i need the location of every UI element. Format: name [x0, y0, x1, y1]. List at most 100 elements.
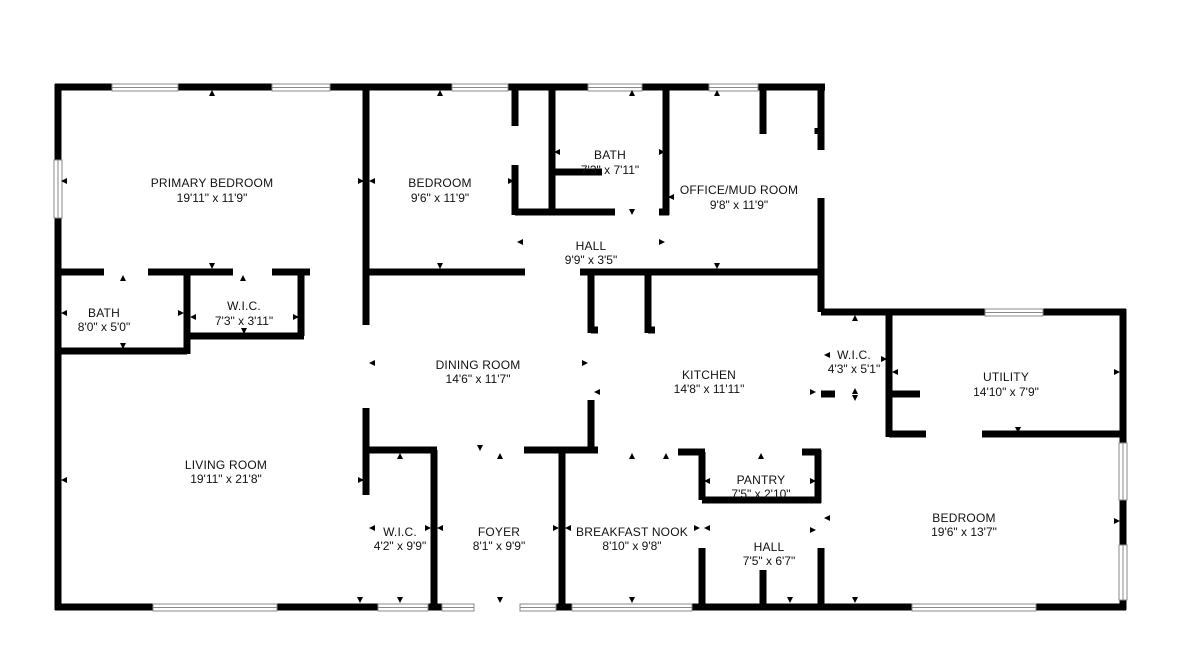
room-label: BATH — [594, 148, 626, 162]
room-label: PRIMARY BEDROOM — [151, 176, 274, 190]
room-living-room[interactable]: LIVING ROOM 19'11" x 21'8" — [185, 458, 267, 486]
dimension-markers — [61, 90, 1120, 603]
dimension-arrow-icon — [694, 525, 700, 531]
dimension-arrow-icon — [852, 395, 858, 401]
wall-segment — [55, 83, 112, 91]
room-primary-bedroom[interactable]: PRIMARY BEDROOM 19'11" x 11'9" — [151, 176, 274, 205]
dimension-arrow-icon — [881, 356, 887, 362]
dimension-arrow-icon — [629, 597, 635, 603]
wall-segment — [58, 268, 104, 276]
room-hall-south[interactable]: HALL 7'5" x 6'7" — [743, 540, 795, 568]
room-label: BEDROOM — [408, 176, 471, 190]
room-dimensions: 9'9" x 3'5" — [565, 253, 617, 267]
wall-segment — [889, 390, 920, 398]
dimension-arrow-icon — [293, 314, 299, 320]
room-label: LIVING ROOM — [185, 458, 267, 472]
dimension-arrow-icon — [553, 525, 559, 531]
wall-segment — [817, 198, 825, 312]
room-wic-primary[interactable]: W.I.C. 7'3" x 3'11" — [215, 299, 273, 328]
room-label: HALL — [754, 540, 785, 554]
room-wic-utility[interactable]: W.I.C. 4'3" x 5'1" — [828, 348, 880, 376]
wall-segment — [511, 87, 519, 126]
dimension-arrow-icon — [554, 149, 560, 155]
room-dimensions: 9'8" x 11'9" — [710, 198, 768, 212]
room-bedroom-front[interactable]: BEDROOM 9'6" x 11'9" — [408, 176, 471, 205]
wall-segment — [272, 268, 310, 276]
dimension-arrow-icon — [508, 178, 514, 184]
dimension-arrow-icon — [810, 527, 816, 533]
wall-segment — [58, 347, 187, 355]
dimension-arrow-icon — [358, 178, 364, 184]
room-utility[interactable]: UTILITY 14'10" x 7'9" — [973, 370, 1039, 399]
wall-segment — [362, 272, 370, 325]
room-label: W.I.C. — [383, 525, 417, 539]
wall-segment — [1119, 500, 1127, 545]
wall-segment — [515, 208, 615, 216]
wall-segment — [644, 272, 652, 333]
room-label: PANTRY — [737, 473, 786, 487]
room-label: KITCHEN — [682, 368, 736, 382]
room-kitchen[interactable]: KITCHEN 14'8" x 11'11" — [674, 368, 745, 396]
room-label: DINING ROOM — [436, 358, 521, 372]
dimension-arrow-icon — [1114, 369, 1120, 375]
wall-segment — [580, 268, 821, 276]
dimension-arrow-icon — [369, 525, 375, 531]
wall-segment — [814, 450, 822, 503]
wall-segment — [330, 83, 452, 91]
dimension-arrow-icon — [852, 597, 858, 603]
room-breakfast-nook[interactable]: BREAKFAST NOOK 8'10" x 9'8" — [576, 525, 688, 553]
dimension-arrow-icon — [810, 389, 816, 395]
wall-segment — [511, 165, 519, 215]
room-label: OFFICE/MUD ROOM — [680, 183, 798, 197]
room-bedroom-east[interactable]: BEDROOM 19'6" x 13'7" — [931, 511, 997, 539]
dimension-arrow-icon — [61, 310, 67, 316]
dimension-arrow-icon — [61, 178, 67, 184]
room-bath-hall[interactable]: BATH 7'3" x 7'11" — [581, 148, 639, 177]
wall-segment — [1119, 600, 1127, 610]
wall-segment — [889, 430, 926, 438]
dimension-arrow-icon — [714, 263, 720, 269]
dimension-arrow-icon — [663, 453, 669, 459]
room-wic-foyer[interactable]: W.I.C. 4'2" x 9'9" — [374, 525, 426, 553]
dimension-arrow-icon — [120, 275, 126, 281]
dimension-arrow-icon — [437, 525, 443, 531]
wall-segment — [692, 603, 912, 611]
dimension-arrow-icon — [594, 389, 600, 395]
room-office-mud-room[interactable]: OFFICE/MUD ROOM 9'8" x 11'9" — [680, 183, 798, 212]
dimension-arrow-icon — [629, 209, 635, 215]
room-bath-primary[interactable]: BATH 8'0" x 5'0" — [78, 306, 130, 334]
dimension-arrow-icon — [582, 360, 588, 366]
wall-segment — [524, 446, 591, 454]
dimension-arrow-icon — [190, 314, 196, 320]
wall-segment — [277, 603, 378, 611]
dimension-arrow-icon — [358, 477, 364, 483]
dimension-arrow-icon — [810, 478, 816, 484]
wall-segment — [183, 272, 191, 354]
dimension-arrow-icon — [369, 360, 375, 366]
dimension-arrow-icon — [397, 453, 403, 459]
wall-segment — [817, 84, 825, 150]
wall-segment — [678, 448, 705, 456]
wall-segment — [885, 312, 893, 437]
dimension-arrow-icon — [437, 90, 443, 96]
wall-segment — [642, 83, 709, 91]
wall-segment — [982, 430, 1126, 438]
room-foyer[interactable]: FOYER 8'1" x 9'9" — [473, 525, 525, 553]
room-dimensions: 19'11" x 21'8" — [190, 472, 262, 486]
room-dimensions: 9'6" x 11'9" — [411, 191, 469, 205]
dimension-arrow-icon — [369, 178, 375, 184]
room-hall-north[interactable]: HALL 9'9" x 3'5" — [565, 239, 617, 267]
room-dimensions: 19'11" x 11'9" — [177, 191, 248, 205]
room-pantry[interactable]: PANTRY 7'5" x 2'10" — [731, 473, 790, 501]
dimension-arrow-icon — [425, 525, 431, 531]
dimension-arrow-icon — [497, 453, 503, 459]
windows — [53, 83, 1128, 612]
dimension-arrow-icon — [758, 453, 764, 459]
dimension-arrow-icon — [120, 343, 126, 349]
wall-segment — [555, 168, 602, 176]
dimension-arrow-icon — [61, 477, 67, 483]
wall-segment — [758, 83, 825, 91]
room-dimensions: 14'6" x 11'7" — [446, 372, 511, 386]
dimension-arrow-icon — [437, 263, 443, 269]
room-dining-room[interactable]: DINING ROOM 14'6" x 11'7" — [436, 358, 521, 386]
